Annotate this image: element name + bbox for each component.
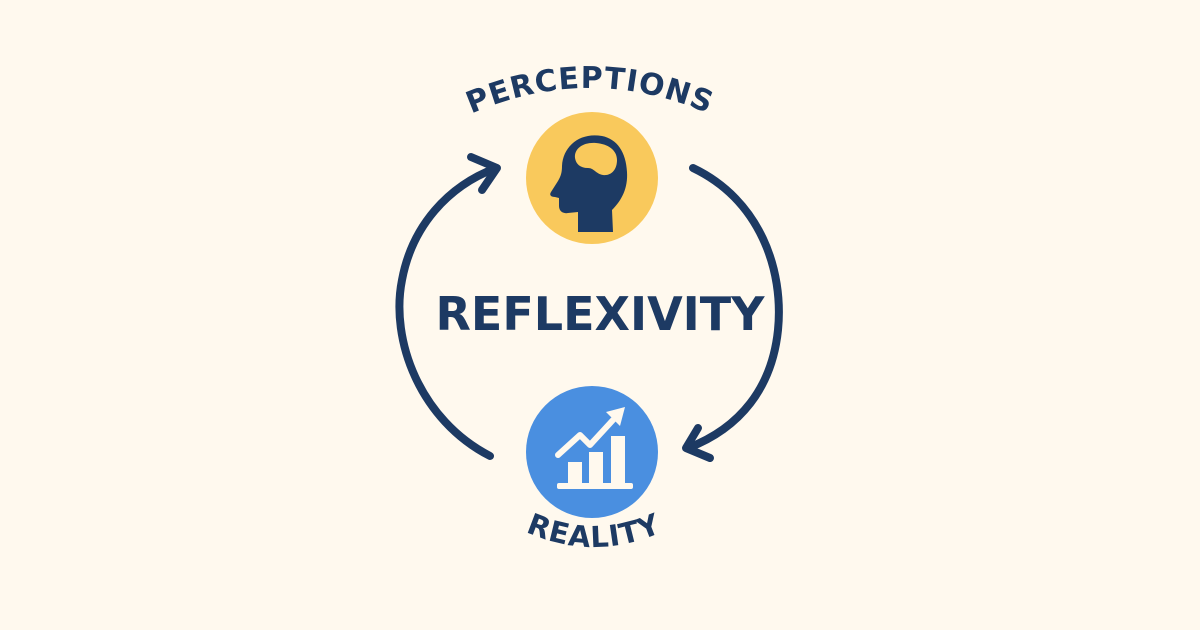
right-arrowhead-icon — [682, 424, 714, 462]
left-arc — [395, 164, 500, 460]
rising-bar-chart-icon — [555, 407, 633, 489]
perceptions-node — [526, 112, 658, 244]
diagram-title: REFLEXIVITY — [435, 287, 765, 341]
left-cycle-arrow — [395, 153, 501, 460]
right-arc — [684, 164, 783, 452]
reality-node — [526, 386, 658, 518]
head-brain-icon — [550, 135, 628, 232]
right-cycle-arrow — [682, 164, 783, 462]
left-arrowhead-icon — [467, 153, 501, 194]
